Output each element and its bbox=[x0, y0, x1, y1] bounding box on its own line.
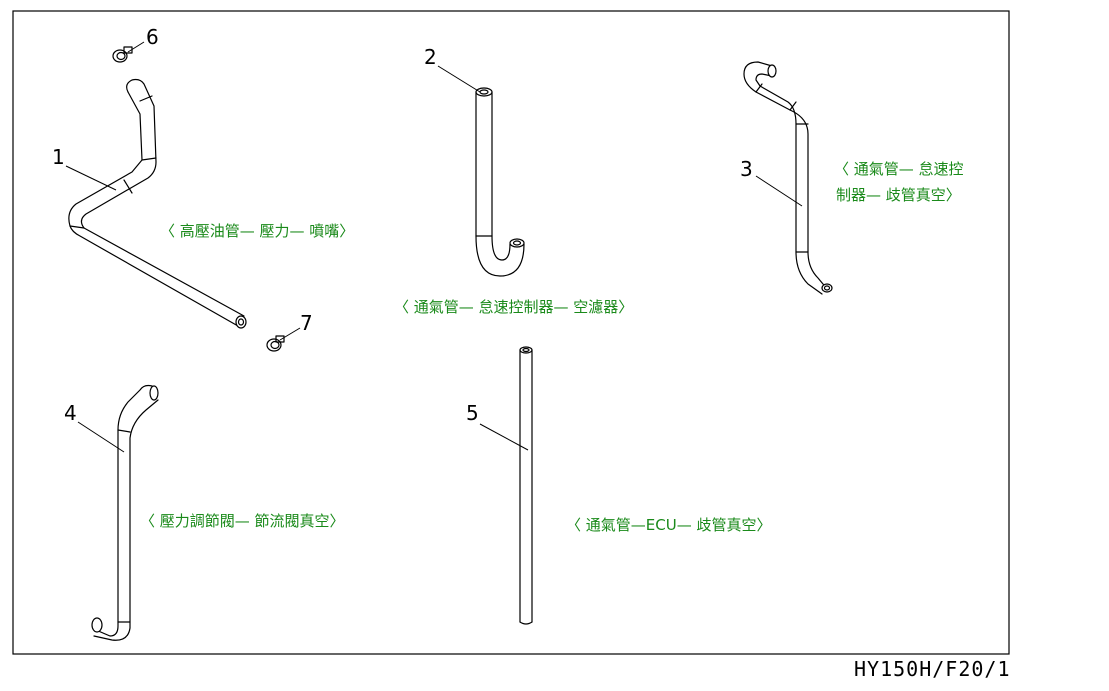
label-hose-3-line-2: 制器— 歧管真空〉 bbox=[836, 186, 961, 204]
hose-3-drawing bbox=[743, 61, 833, 295]
leader-lines bbox=[65, 41, 803, 453]
clamp-7-drawing bbox=[266, 335, 285, 352]
part-number-7: 7 bbox=[300, 311, 313, 335]
leader-6 bbox=[127, 41, 145, 53]
label-hose-1: 〈 高壓油管— 壓力— 噴嘴〉 bbox=[160, 222, 354, 240]
drawing-code: HY150H/F20/1 bbox=[854, 657, 1011, 681]
part-number-2: 2 bbox=[424, 45, 437, 69]
leader-4 bbox=[77, 421, 125, 453]
part-number-4: 4 bbox=[64, 401, 77, 425]
clamp-6-drawing bbox=[112, 46, 133, 63]
hose-5-drawing bbox=[519, 346, 533, 625]
leader-3 bbox=[755, 175, 803, 207]
leader-5 bbox=[479, 423, 529, 451]
part-number-5: 5 bbox=[466, 401, 479, 425]
hose-4-drawing bbox=[91, 384, 159, 641]
diagram-frame bbox=[12, 10, 1010, 655]
leader-1 bbox=[65, 165, 117, 191]
part-number-6: 6 bbox=[146, 25, 159, 49]
label-hose-4: 〈 壓力調節閥— 節流閥真空〉 bbox=[140, 512, 345, 530]
hose-2-drawing bbox=[475, 87, 525, 277]
leader-2 bbox=[437, 65, 481, 93]
label-hose-2: 〈 通氣管— 怠速控制器— 空濾器〉 bbox=[394, 298, 633, 316]
hose-1-drawing bbox=[68, 78, 247, 329]
leader-7 bbox=[279, 327, 301, 341]
label-hose-3-line-1: 〈 通氣管— 怠速控 bbox=[834, 160, 964, 178]
part-number-1: 1 bbox=[52, 145, 65, 169]
label-hose-5: 〈 通氣管—ECU— 歧管真空〉 bbox=[566, 516, 771, 534]
part-number-3: 3 bbox=[740, 157, 753, 181]
